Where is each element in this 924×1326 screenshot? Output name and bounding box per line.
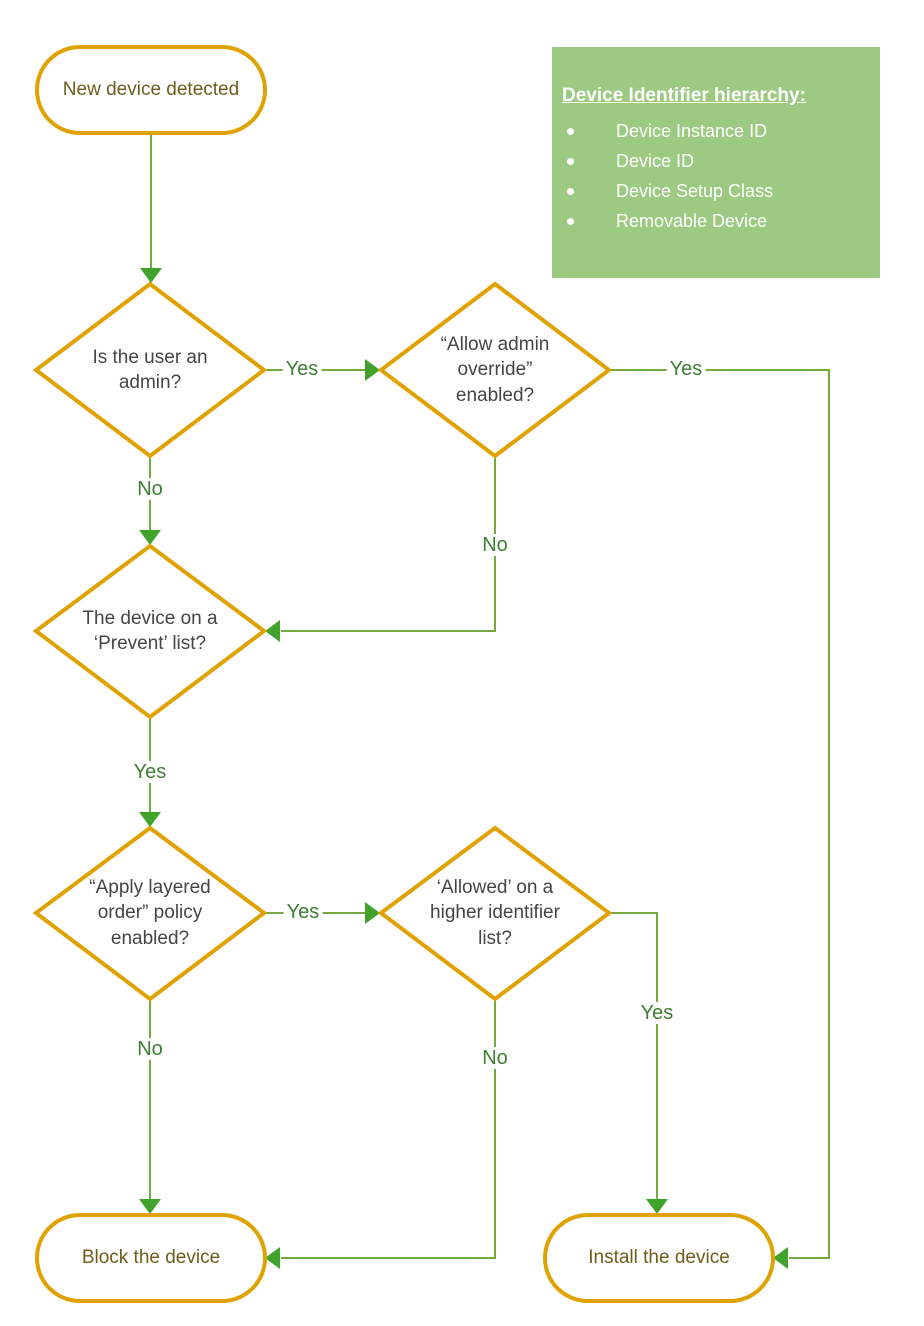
start-terminator-shape (35, 45, 267, 135)
arrowhead-allowed-yes (646, 1199, 668, 1214)
legend-item: Device Instance ID (562, 116, 872, 146)
prevent-decision-label: The device on a ‘Prevent’ list? (82, 607, 218, 654)
edge-label-allowed-no: No (479, 1047, 511, 1069)
prevent-decision-shape (32, 543, 268, 720)
admin-decision-label: Is the user an admin? (92, 346, 208, 393)
edge-label-admin-no: No (134, 478, 166, 500)
legend-item-label: Device Instance ID (616, 121, 768, 141)
arrowhead-admin-yes (365, 359, 380, 381)
edge-label-admin-yes: Yes (282, 358, 322, 380)
legend-item: Device ID (562, 146, 872, 176)
edge-label-layered-no: No (134, 1038, 166, 1060)
arrowhead-layered-no (139, 1199, 161, 1214)
legend-panel: Device Identifier hierarchy: Device Inst… (552, 47, 880, 278)
install-terminator-shape (543, 1213, 775, 1303)
arrowhead-start-to-admin (140, 268, 162, 283)
arrowhead-admin-no (139, 530, 161, 545)
edge-allowed-yes (609, 912, 658, 1200)
override-decision-shape (377, 281, 613, 459)
admin-decision-shape (32, 281, 268, 459)
block-node-label: Block the device (81, 1247, 221, 1269)
arrowhead-allowed-no (265, 1247, 280, 1269)
bullet-icon (567, 217, 574, 225)
bullet-icon (567, 127, 574, 135)
legend-item: Device Setup Class (562, 176, 872, 206)
legend-item-label: Device ID (616, 151, 695, 171)
edge-label-override-no: No (479, 534, 511, 556)
arrowhead-layered-yes (365, 902, 380, 924)
override-decision-label: “Allow admin override” enabled? (440, 334, 550, 406)
arrowhead-prevent-yes (139, 812, 161, 827)
start-node-label: New device detected (62, 79, 240, 101)
edge-label-allowed-yes: Yes (637, 1002, 677, 1024)
edge-override-yes (609, 369, 830, 1259)
install-node-label: Install the device (588, 1247, 730, 1269)
block-terminator-shape (35, 1213, 267, 1303)
bullet-icon (567, 187, 574, 195)
legend-list: Device Instance ID Device ID Device Setu… (562, 116, 872, 236)
legend-item-label: Removable Device (616, 211, 768, 231)
layered-decision-label: “Apply layered order” policy enabled? (89, 877, 211, 949)
arrowhead-override-yes (773, 1247, 788, 1269)
edge-allowed-no (281, 999, 496, 1259)
layered-decision-shape (32, 825, 268, 1002)
edge-override-no (281, 456, 496, 632)
arrowhead-override-no (265, 620, 280, 642)
legend-item-label: Device Setup Class (616, 181, 774, 201)
legend-item: Removable Device (562, 206, 872, 236)
edge-label-layered-yes: Yes (283, 901, 323, 923)
edge-label-prevent-yes: Yes (130, 761, 170, 783)
bullet-icon (567, 157, 574, 165)
edge-label-override-yes: Yes (666, 358, 706, 380)
allowed-decision-shape (377, 825, 613, 1002)
legend-title: Device Identifier hierarchy: (562, 85, 806, 106)
allowed-decision-label: ‘Allowed’ on a higher identifier list? (430, 877, 560, 949)
